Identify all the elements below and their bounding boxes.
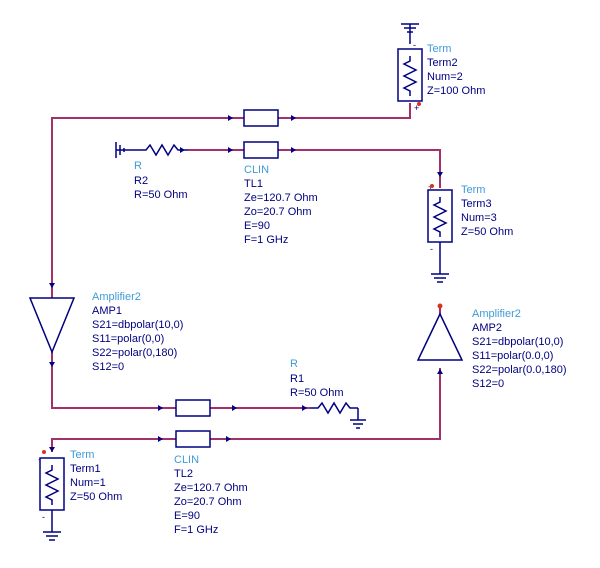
tl1-type: CLIN <box>244 164 269 176</box>
amp2-s21: S21=dbpolar(10,0) <box>472 336 563 348</box>
term3-num: Num=3 <box>461 212 497 224</box>
amp2-s11: S11=polar(0.0,0) <box>472 350 553 362</box>
term2-port-dot <box>417 102 421 106</box>
term1-num: Num=1 <box>70 477 106 489</box>
tl2-zo: Zo=20.7 Ohm <box>174 496 242 508</box>
amp1-s21: S21=dbpolar(10,0) <box>92 319 183 331</box>
r2-name: R2 <box>134 175 148 187</box>
term1-z: Z=50 Ohm <box>70 491 122 503</box>
tl1-f: F=1 GHz <box>244 234 288 246</box>
tl2-e: E=90 <box>174 510 200 522</box>
term3-port-dot <box>430 184 434 188</box>
amp2[interactable]: Amplifier2 AMP2 S21=dbpolar(10,0) S11=po… <box>416 303 566 391</box>
wire-r2-tl1-term3[interactable] <box>188 149 441 188</box>
tl2-name: TL2 <box>174 468 193 480</box>
term2-plus-mark: + <box>414 103 419 113</box>
term2-type: Term <box>427 43 451 55</box>
amp1-type: Amplifier2 <box>92 291 141 303</box>
r2[interactable]: R R2 R=50 Ohm <box>115 142 188 201</box>
r2-type: R <box>134 160 142 172</box>
term1-name: Term1 <box>70 463 101 475</box>
amp2-port-dot <box>437 303 443 309</box>
term3[interactable]: + - Term Term3 Num=3 Z=50 Ohm <box>427 172 513 283</box>
tl1-zo: Zo=20.7 Ohm <box>244 206 312 218</box>
wire-term2-to-amp1[interactable] <box>51 103 411 298</box>
amp1-name: AMP1 <box>92 305 122 317</box>
wire-amp1-to-r1[interactable] <box>51 352 310 409</box>
term3-z: Z=50 Ohm <box>461 226 513 238</box>
r1-name: R1 <box>290 373 304 385</box>
tl2[interactable]: CLIN TL2 Ze=120.7 Ohm Zo=20.7 Ohm E=90 F… <box>158 430 248 536</box>
amp1[interactable]: Amplifier2 AMP1 S21=dbpolar(10,0) S11=po… <box>28 283 183 373</box>
term2[interactable]: - + Term Term2 Num=2 Z=100 Ohm <box>397 23 485 113</box>
term3-name: Term3 <box>461 198 492 210</box>
tl1-e: E=90 <box>244 220 270 232</box>
term2-num: Num=2 <box>427 71 463 83</box>
tl1[interactable]: CLIN TL1 Ze=120.7 Ohm Zo=20.7 Ohm E=90 F… <box>228 141 318 246</box>
term1-type: Term <box>70 449 94 461</box>
tl2-f: F=1 GHz <box>174 524 218 536</box>
tl1-name: TL1 <box>244 178 263 190</box>
term1-port-dot <box>42 450 46 454</box>
term2-z: Z=100 Ohm <box>427 85 485 97</box>
tl2-type: CLIN <box>174 454 199 466</box>
tl1-ze: Ze=120.7 Ohm <box>244 192 318 204</box>
amp1-s11: S11=polar(0,0) <box>92 333 164 345</box>
term1[interactable]: + - Term Term1 Num=1 Z=50 Ohm <box>38 447 122 541</box>
term3-minus-mark: - <box>430 244 433 254</box>
r1-value: R=50 Ohm <box>290 387 344 399</box>
amp2-s12: S12=0 <box>472 378 504 390</box>
r1-type: R <box>290 358 298 370</box>
tl2-ze: Ze=120.7 Ohm <box>174 482 248 494</box>
term1-minus-mark: - <box>42 512 45 522</box>
r1[interactable]: R R1 R=50 Ohm <box>290 358 366 429</box>
amp2-name: AMP2 <box>472 322 502 334</box>
amp2-s22: S22=polar(0.0,180) <box>472 364 566 376</box>
tl1-upper-line[interactable] <box>228 109 296 127</box>
tl2-upper-line[interactable] <box>158 399 237 417</box>
term2-name: Term2 <box>427 57 458 69</box>
term3-type: Term <box>461 184 485 196</box>
term2-minus-mark: - <box>413 40 416 50</box>
amp1-s22: S22=polar(0,180) <box>92 347 177 359</box>
amp1-s12: S12=0 <box>92 361 124 373</box>
amp2-type: Amplifier2 <box>472 308 521 320</box>
r2-value: R=50 Ohm <box>134 189 188 201</box>
wire-term1-tl2-amp2[interactable] <box>51 368 441 452</box>
